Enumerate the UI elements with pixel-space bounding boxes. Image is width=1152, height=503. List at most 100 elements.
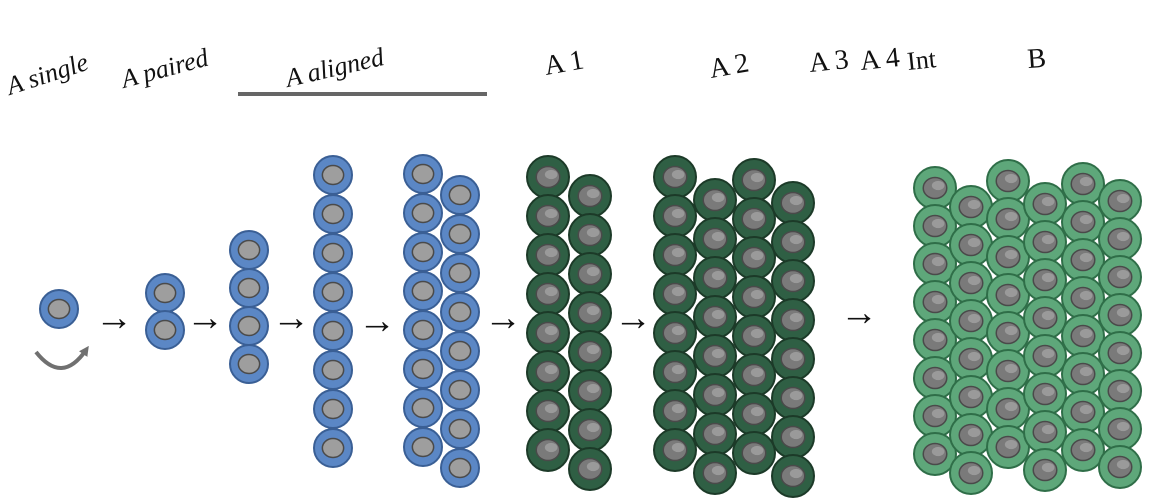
cell-icon [440,331,480,371]
cell-icon [313,233,353,273]
cell-icon [403,349,443,389]
cell-icon [693,178,737,222]
cell-icon [732,236,776,280]
cell-icon [403,271,443,311]
cell-icon [526,233,570,277]
cell-icon [403,193,443,233]
cell-icon [1098,331,1142,375]
cell-icon [1098,407,1142,451]
cell-icon [653,194,697,238]
cell-icon [771,298,815,342]
cell-icon [229,344,269,384]
cell-icon [1023,258,1067,302]
cell-icon [732,197,776,241]
cell-icon [313,272,353,312]
cell-icon [771,181,815,225]
label-b: B [1026,43,1047,75]
cell-icon [403,154,443,194]
cell-icon [949,375,993,419]
cell-icon [986,311,1030,355]
cell-icon [913,318,957,362]
cell-icon [39,289,79,329]
cell-icon [732,275,776,319]
cell-icon [693,334,737,378]
cell-icon [771,220,815,264]
cell-icon [732,431,776,475]
cell-icon [693,217,737,261]
cell-icon [771,415,815,459]
cell-icon [732,314,776,358]
cell-icon [403,427,443,467]
cell-icon [1023,182,1067,226]
label-a2: A 2 [707,47,751,84]
transition-arrow-icon: → [840,292,878,334]
cell-icon [440,409,480,449]
cell-icon [771,259,815,303]
cell-icon [403,310,443,350]
cell-icon [1023,296,1067,340]
cell-icon [732,392,776,436]
cell-icon [653,350,697,394]
cell-icon [526,311,570,355]
transition-arrow-icon: → [614,297,652,339]
group-a-aligned-8-cells [313,155,353,468]
group-a-single-cells [39,289,79,329]
cell-icon [913,204,957,248]
group-a2-cells [653,155,815,498]
cell-icon [913,432,957,476]
cell-icon [1023,334,1067,378]
cell-icon [313,389,353,429]
transition-arrow-icon: → [358,300,396,342]
cell-icon [1098,217,1142,261]
cell-icon [526,350,570,394]
cell-icon [313,194,353,234]
self-renewal-arrow-icon [34,345,89,370]
cell-icon [986,349,1030,393]
cell-icon [568,174,612,218]
cell-icon [949,413,993,457]
cell-icon [653,272,697,316]
cell-icon [693,373,737,417]
group-a-paired-cells [145,273,185,350]
cell-icon [526,272,570,316]
cell-icon [403,388,443,428]
cell-icon [693,451,737,495]
cell-icon [986,273,1030,317]
cell-icon [1098,179,1142,223]
cell-icon [1023,410,1067,454]
cell-icon [1023,372,1067,416]
cell-icon [653,428,697,472]
cell-icon [526,194,570,238]
cell-icon [693,412,737,456]
transition-arrow-icon: → [186,297,224,339]
cell-icon [1061,162,1105,206]
cell-icon [1023,220,1067,264]
cell-icon [568,447,612,491]
cell-icon [145,273,185,313]
cell-icon [440,214,480,254]
cell-icon [653,389,697,433]
cell-icon [313,350,353,390]
cell-icon [949,223,993,267]
cell-icon [986,425,1030,469]
cell-icon [229,268,269,308]
cell-icon [526,428,570,472]
cell-icon [440,448,480,488]
cell-icon [653,311,697,355]
cell-icon [732,353,776,397]
cell-icon [568,369,612,413]
cell-icon [568,213,612,257]
cell-icon [229,306,269,346]
cell-icon [313,155,353,195]
cell-icon [771,376,815,420]
cell-icon [986,235,1030,279]
cell-icon [568,291,612,335]
cell-icon [526,155,570,199]
label-a3: A 3 [807,44,850,79]
cell-icon [1061,238,1105,282]
label-a1: A 1 [542,44,586,81]
cell-icon [653,155,697,199]
cell-icon [1061,314,1105,358]
cell-icon [313,428,353,468]
cell-icon [1061,390,1105,434]
